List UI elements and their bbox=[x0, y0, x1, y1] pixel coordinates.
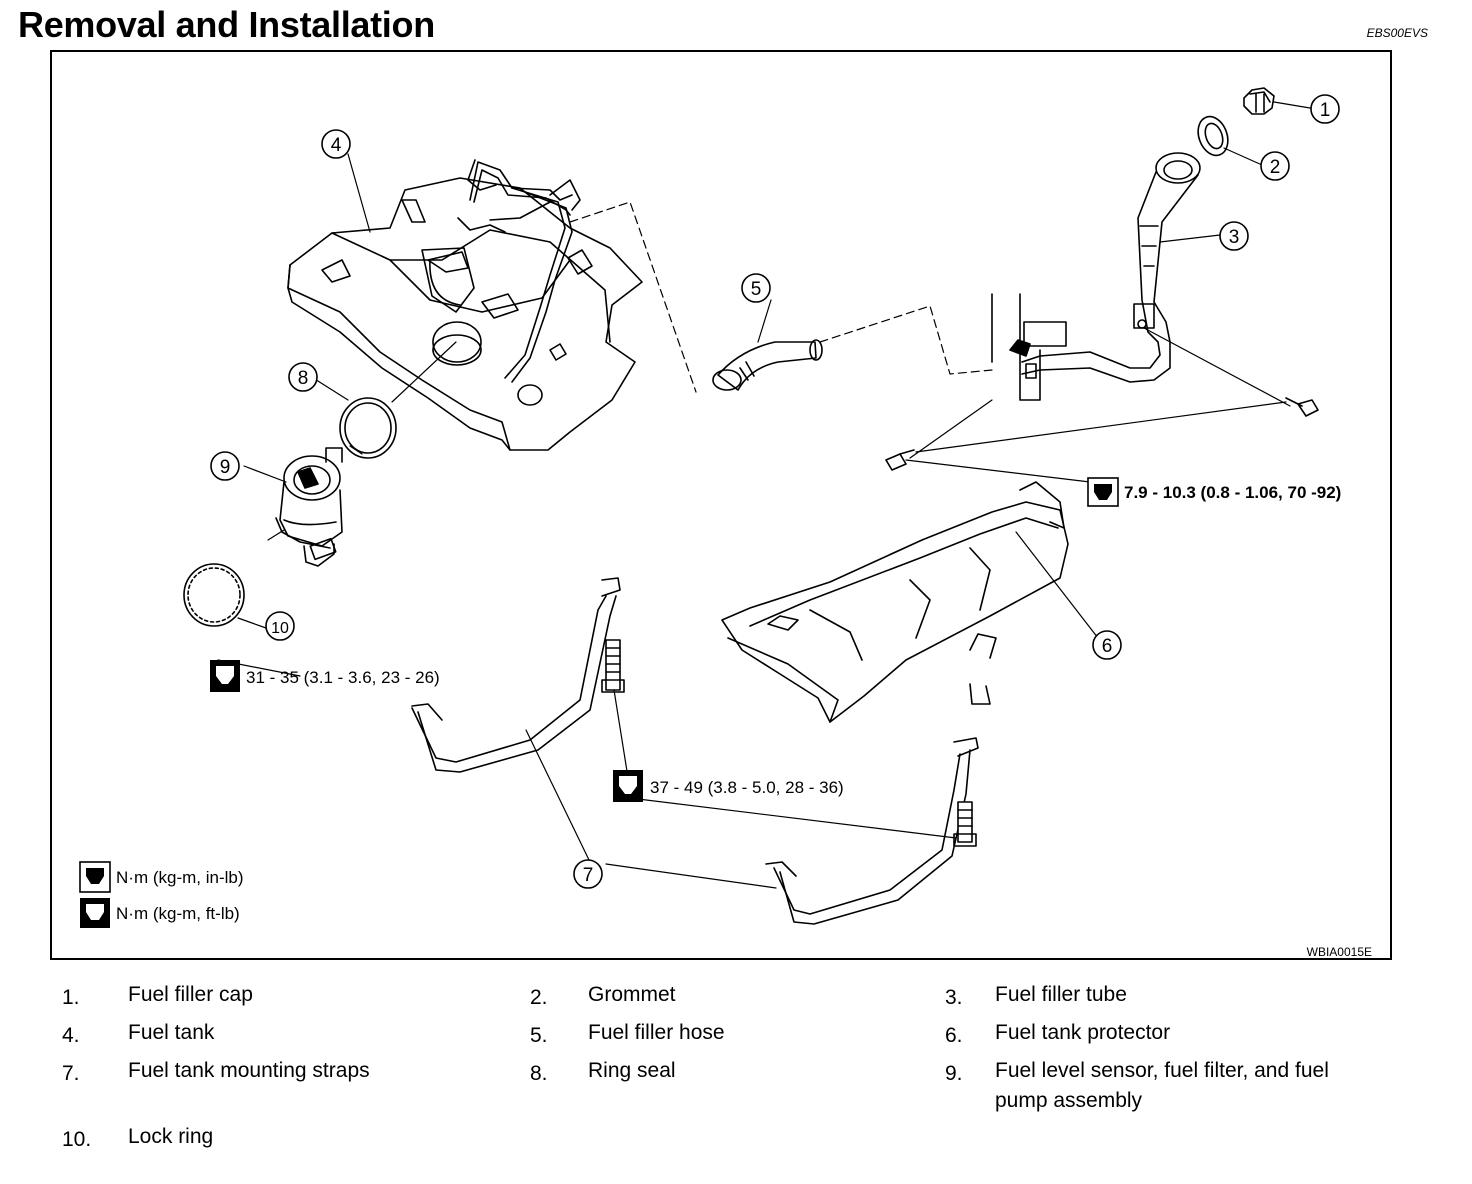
svg-text:37 - 49 (3.8 - 5.0, 28 - 36): 37 - 49 (3.8 - 5.0, 28 - 36) bbox=[650, 778, 844, 797]
svg-text:2: 2 bbox=[1270, 157, 1281, 178]
svg-text:5: 5 bbox=[751, 279, 762, 300]
callout-9: 9 bbox=[210, 451, 240, 481]
callout-6: 6 bbox=[1092, 630, 1122, 660]
callout-7: 7 bbox=[573, 859, 603, 889]
svg-text:7: 7 bbox=[583, 865, 594, 886]
callout-4: 4 bbox=[321, 129, 351, 159]
tank-protector-part bbox=[721, 481, 1069, 723]
svg-text:3: 3 bbox=[1229, 227, 1240, 248]
fuel-pump-assembly-part bbox=[275, 447, 343, 567]
wrench-ft-lb-icon bbox=[613, 770, 643, 802]
filler-bolts bbox=[885, 397, 1319, 471]
callout-8: 8 bbox=[288, 362, 318, 392]
wrench-in-lb-icon bbox=[79, 861, 111, 893]
callout-1: 1 bbox=[1310, 94, 1340, 124]
diagram-frame bbox=[50, 50, 1392, 960]
document-id: EBS00EVS bbox=[1366, 26, 1428, 40]
svg-text:N·m (kg-m, in-lb): N·m (kg-m, in-lb) bbox=[116, 868, 244, 887]
ring-seal-part bbox=[339, 397, 397, 459]
lock-ring-part bbox=[183, 563, 245, 627]
filler-hose-part bbox=[712, 339, 823, 391]
callout-3: 3 bbox=[1219, 221, 1249, 251]
leader-lines bbox=[217, 101, 1311, 889]
torque-filler-bolts: 7.9 - 10.3 (0.8 - 1.06, 70 -92) bbox=[1087, 477, 1341, 507]
units-legend: N·m (kg-m, in-lb) N·m (kg-m, ft-lb) bbox=[79, 861, 244, 928]
mounting-straps-part bbox=[411, 577, 979, 925]
svg-text:9: 9 bbox=[220, 457, 231, 478]
callout-2: 2 bbox=[1260, 151, 1290, 181]
wrench-ft-lb-icon bbox=[210, 660, 240, 692]
svg-text:8: 8 bbox=[298, 368, 309, 389]
grommet-part bbox=[1197, 115, 1229, 157]
filler-cap-part bbox=[1243, 87, 1275, 115]
callout-5: 5 bbox=[741, 273, 771, 303]
filler-tube-part bbox=[991, 152, 1201, 401]
callout-10: 10 bbox=[265, 611, 295, 641]
wrench-in-lb-icon bbox=[1087, 477, 1119, 507]
svg-text:31 - 35 (3.1 - 3.6, 23 - 26): 31 - 35 (3.1 - 3.6, 23 - 26) bbox=[246, 668, 440, 687]
torque-strap-bolts: 37 - 49 (3.8 - 5.0, 28 - 36) bbox=[613, 770, 844, 802]
svg-text:7.9 - 10.3 (0.8 - 1.06, 70 -92: 7.9 - 10.3 (0.8 - 1.06, 70 -92) bbox=[1124, 483, 1341, 502]
svg-text:4: 4 bbox=[331, 135, 342, 156]
svg-text:10: 10 bbox=[271, 620, 289, 637]
parts-legend: 1. Fuel filler cap 2. Grommet 3. Fuel fi… bbox=[62, 983, 1329, 1151]
fuel-tank-part bbox=[287, 159, 643, 451]
figure-id: WBIA0015E bbox=[1307, 945, 1372, 959]
exploded-diagram: 1 2 3 4 5 6 7 8 bbox=[79, 87, 1372, 959]
wrench-ft-lb-icon bbox=[80, 898, 110, 928]
page-title: Removal and Installation bbox=[18, 4, 435, 45]
svg-text:6: 6 bbox=[1102, 636, 1113, 657]
torque-lock-ring: 31 - 35 (3.1 - 3.6, 23 - 26) bbox=[210, 660, 440, 692]
callouts: 1 2 3 4 5 6 7 8 bbox=[210, 94, 1340, 889]
svg-text:1: 1 bbox=[1320, 100, 1331, 121]
svg-text:N·m (kg-m, ft-lb): N·m (kg-m, ft-lb) bbox=[116, 904, 240, 923]
